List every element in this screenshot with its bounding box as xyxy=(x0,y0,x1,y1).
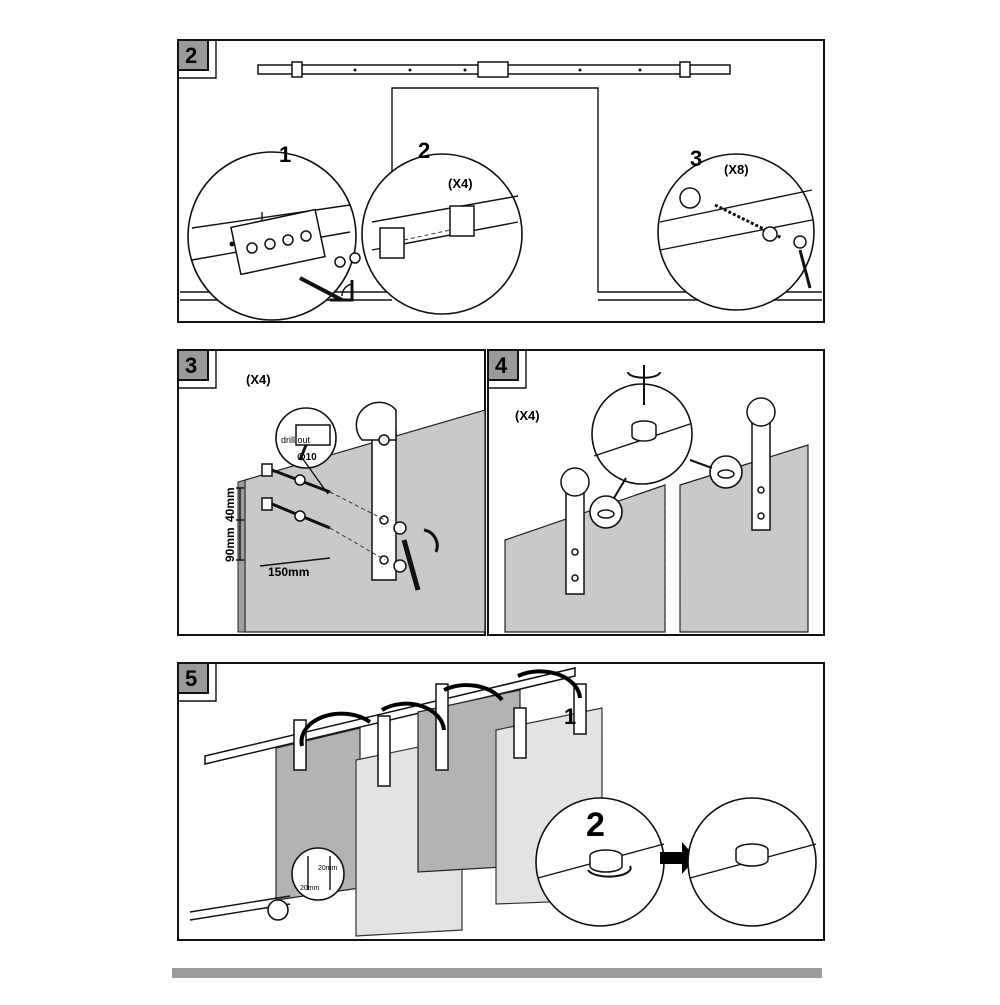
door-opening-outline xyxy=(180,87,822,293)
step-5-sub-label-2: 2 xyxy=(586,806,605,844)
drill-size: ∅10 xyxy=(297,452,317,463)
step-2-sub-label-2: 2 xyxy=(418,138,430,163)
rotate-arrow-icon-step4 xyxy=(627,371,661,379)
dim-small-2: 20mm xyxy=(300,885,320,892)
dim-horizontal: 150mm xyxy=(268,565,309,579)
arrow-right-icon xyxy=(660,842,696,874)
panel-step-4: 4 (X4) xyxy=(487,349,825,636)
dim-small-1: 20mm xyxy=(318,865,338,872)
drill-callout xyxy=(275,407,337,495)
step-5-badge xyxy=(177,662,209,694)
step-5-sub-label-1: 1 xyxy=(564,704,576,729)
step-2-sub-label-3: 3 xyxy=(690,146,702,171)
step-2-qty-b: (X8) xyxy=(724,162,749,177)
drill-text: drill out xyxy=(281,435,311,445)
step-3-qty: (X4) xyxy=(246,372,271,387)
footer-bar xyxy=(172,968,822,978)
panel-step-5: 5 1 20mm 20mm xyxy=(177,662,825,941)
step-2-badge xyxy=(177,39,209,71)
step-2-sub-label-1: 1 xyxy=(279,142,291,167)
move-arrow-3 xyxy=(443,683,504,702)
detail-lens-3 xyxy=(657,153,815,311)
step-4-number: 4 xyxy=(495,353,508,378)
floor-guide-lens-small xyxy=(267,899,289,921)
wrench xyxy=(401,539,421,591)
dim-horizontal-line xyxy=(259,557,331,567)
step-3-number: 3 xyxy=(185,353,197,378)
rotate-arrow-icon xyxy=(423,528,439,553)
step-2-corner xyxy=(178,40,217,79)
hangers xyxy=(560,397,776,595)
dim-vertical-1: 40mm xyxy=(223,487,237,522)
panel-step-3: 3 (X4) xyxy=(177,349,486,636)
detail-lens-1 xyxy=(187,151,361,321)
move-arrow-1 xyxy=(299,711,372,747)
detail-lens-2 xyxy=(361,153,523,315)
rotate-arrow-icon-step5 xyxy=(587,865,632,878)
step-5-number: 5 xyxy=(185,666,197,691)
hanger-strap xyxy=(355,401,407,581)
step-2-qty-a: (X4) xyxy=(448,176,473,191)
move-arrow-2 xyxy=(380,701,446,731)
step-4-qty: (X4) xyxy=(515,408,540,423)
panel-step-2: 2 xyxy=(177,39,825,323)
bolts xyxy=(261,463,386,561)
dim-vertical-2: 90mm xyxy=(223,527,237,562)
step-2-number: 2 xyxy=(185,43,197,68)
move-arrow-4 xyxy=(517,669,582,699)
step-4-badge xyxy=(487,349,519,381)
floor-guide-lens xyxy=(291,847,345,901)
rail-top xyxy=(257,61,731,78)
step-3-badge xyxy=(177,349,209,381)
